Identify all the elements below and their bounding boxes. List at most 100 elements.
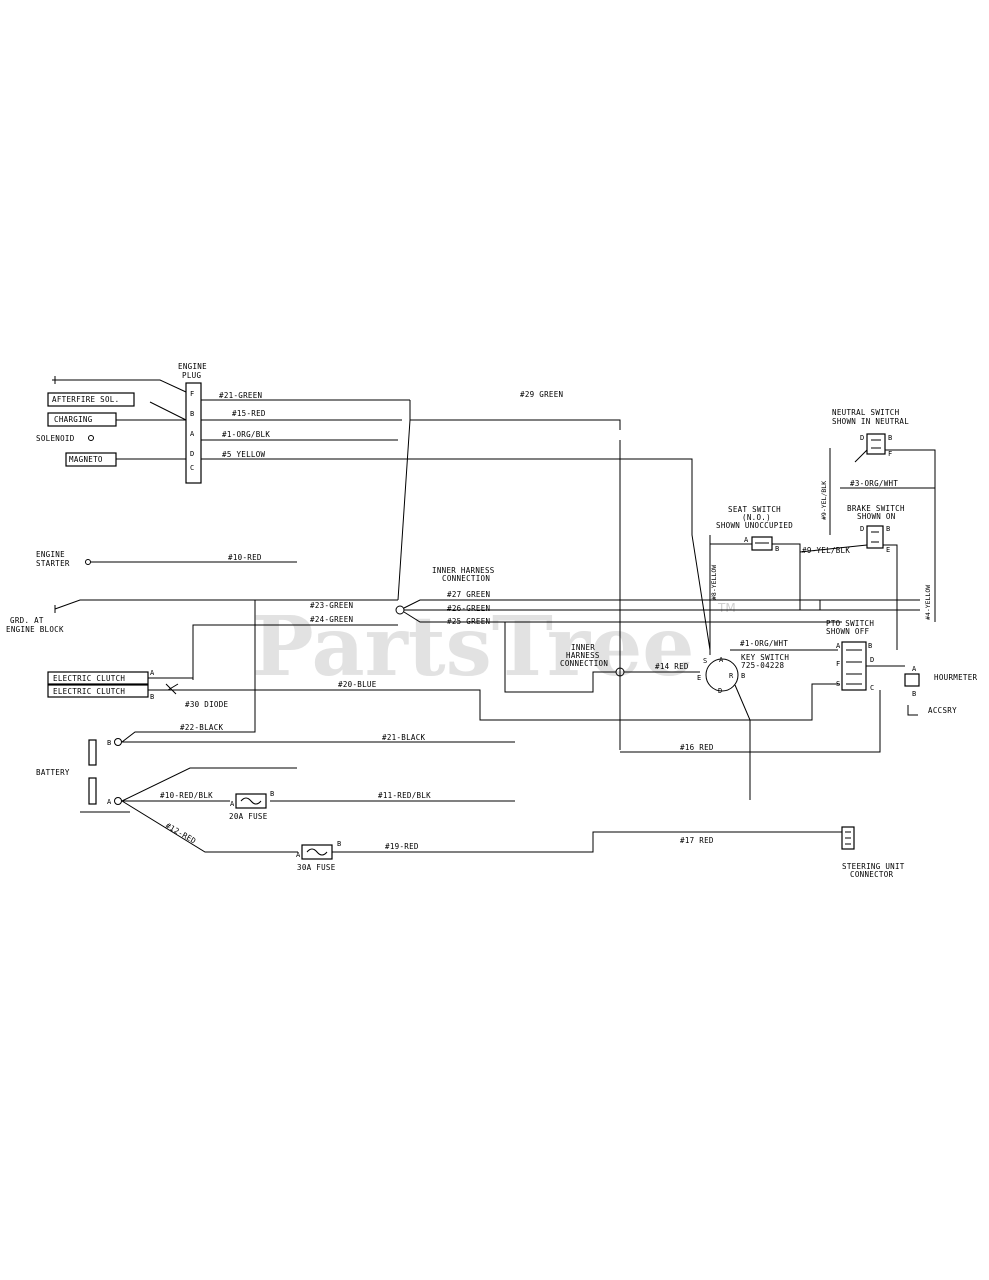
battery-pin-b: B (107, 739, 111, 747)
pto-pin-c: C (870, 684, 874, 692)
plug-pin-a: A (190, 430, 195, 438)
hourmeter-pin-a: A (912, 665, 917, 673)
clutch-pin-b: B (150, 693, 154, 701)
seat-switch-label-2: (N.O.) (742, 513, 771, 522)
plug-pin-b: B (190, 410, 194, 418)
solenoid-terminal (88, 435, 94, 441)
wire-9-yel-blk (799, 544, 868, 553)
wire-12-red-label: #12-RED (164, 821, 198, 846)
engine-plug-label-2: PLUG (182, 371, 201, 380)
key-switch-label-2: 725-04228 (741, 661, 785, 670)
pto-switch-box (841, 641, 867, 691)
brake-switch-contacts (871, 531, 879, 543)
battery-cell-top (88, 739, 97, 766)
fuse20-pin-a: A (230, 800, 235, 808)
clutch-pin-a: A (150, 669, 155, 677)
fuse30-pin-a: A (296, 851, 301, 859)
battery-neg-terminal (114, 738, 122, 746)
hourmeter-label: HOURMETER (934, 673, 978, 682)
electric-clutch-2-box (47, 684, 149, 698)
key-pin-d: D (718, 687, 722, 695)
wire-23-green (54, 599, 398, 613)
neutral-pin-d: D (860, 434, 864, 442)
neutral-wires (854, 449, 936, 622)
wire-15-red (201, 419, 621, 430)
brake-pin-e: E (886, 546, 890, 554)
key-pin-a: A (719, 656, 724, 664)
wire-25-green-label: #25-GREEN (447, 617, 490, 626)
wire-19-red-label: #19-RED (385, 842, 419, 851)
charging-label: CHARGING (54, 415, 93, 424)
seat-pin-a: A (744, 536, 749, 544)
plug-pin-d: D (190, 450, 194, 458)
engine-plug-label-1: ENGINE (178, 362, 207, 371)
inner-harness-2-label-2: HARNESS (566, 651, 600, 660)
brake-switch-label-1: BRAKE SWITCH (847, 504, 905, 513)
wire-16-red-label: #16 RED (680, 743, 714, 752)
solenoid-label: SOLENOID (36, 434, 75, 443)
wire-5-yellow-label: #5 YELLOW (222, 450, 266, 459)
engine-starter-label-2: STARTER (36, 559, 70, 568)
key-pin-r: R (729, 672, 734, 680)
wire-20-blue-label: #20-BLUE (338, 680, 377, 689)
magneto-label: MAGNETO (69, 455, 103, 464)
wire-12-red (121, 800, 298, 853)
battery-pos-terminal (114, 797, 122, 805)
wire-23-green-label: #23-GREEN (310, 601, 353, 610)
wire-3-org-wht-label: #3-ORG/WHT (850, 479, 898, 488)
wire-24-green-label: #24-GREEN (310, 615, 353, 624)
fuse20-pin-b: B (270, 790, 274, 798)
wire-10-red-blk-label: #10-RED/BLK (160, 791, 213, 800)
fuse-20a-symbol (240, 797, 262, 805)
fuse-30a-symbol (306, 848, 328, 856)
wire-27-green (403, 599, 920, 609)
wire-24-green (192, 624, 398, 680)
watermark-trademark: TM (717, 601, 736, 615)
engine-starter-terminal (85, 559, 91, 565)
wire-26-green-label: #26-GREEN (447, 604, 490, 613)
pto-switch-label-1: PTO SWITCH (826, 619, 874, 628)
wire-14-red-label: #14 RED (655, 662, 689, 671)
wire-29-green-label: #29 GREEN (520, 390, 563, 399)
pto-pin-f: F (836, 660, 840, 668)
hourmeter-box (904, 673, 920, 687)
accsry-terminal (907, 705, 918, 716)
ground-wire-top (52, 376, 187, 393)
neutral-switch-contacts (871, 439, 881, 449)
neutral-switch-box (866, 433, 886, 455)
seat-switch-label-1: SEAT SWITCH (728, 505, 781, 514)
neutral-pin-f: F (888, 450, 892, 458)
wire-29-drop (397, 400, 411, 601)
inner-harness-2-label-1: INNER (571, 643, 595, 652)
pto-pin-a: A (836, 642, 841, 650)
fuse-20a-label: 20A FUSE (229, 812, 268, 821)
wire-17-red-label: #17 RED (680, 836, 714, 845)
engine-plug-connector (185, 382, 202, 484)
key-pin-s: S (703, 657, 707, 665)
fuse-30a-label: 30A FUSE (297, 863, 336, 872)
neutral-switch-label-2: SHOWN IN NEUTRAL (832, 417, 909, 426)
seat-switch-label-3: SHOWN UNOCCUPIED (716, 521, 793, 530)
seat-wire-out (772, 543, 801, 610)
watermark-brand: PartsTree (252, 599, 694, 695)
wire-20-blue (148, 683, 840, 721)
steering-label-1: STEERING UNIT (842, 862, 905, 871)
wire-15-red-label: #15-RED (232, 409, 266, 418)
battery-label: BATTERY (36, 768, 70, 777)
key-pin-b: B (741, 672, 745, 680)
wire-19-red (332, 831, 842, 853)
neutral-switch-label-1: NEUTRAL SWITCH (832, 408, 900, 417)
wire-21-black-label: #21-BLACK (382, 733, 426, 742)
inner-harness-2-label-3: CONNECTION (560, 659, 608, 668)
wire-27-green-label: #27 GREEN (447, 590, 490, 599)
pto-pin-d: D (870, 656, 874, 664)
wire-10-red-blk (121, 767, 297, 802)
diode-label: #30 DIODE (185, 700, 229, 709)
wire-11-red-blk-label: #11-RED/BLK (378, 791, 431, 800)
accsry-label: ACCSRY (928, 706, 957, 715)
electric-clutch-1-label: ELECTRIC CLUTCH (53, 674, 125, 683)
seat-pin-b: B (775, 545, 779, 553)
key-switch-lower-wire (734, 684, 751, 800)
wire-5-yellow (201, 458, 711, 651)
